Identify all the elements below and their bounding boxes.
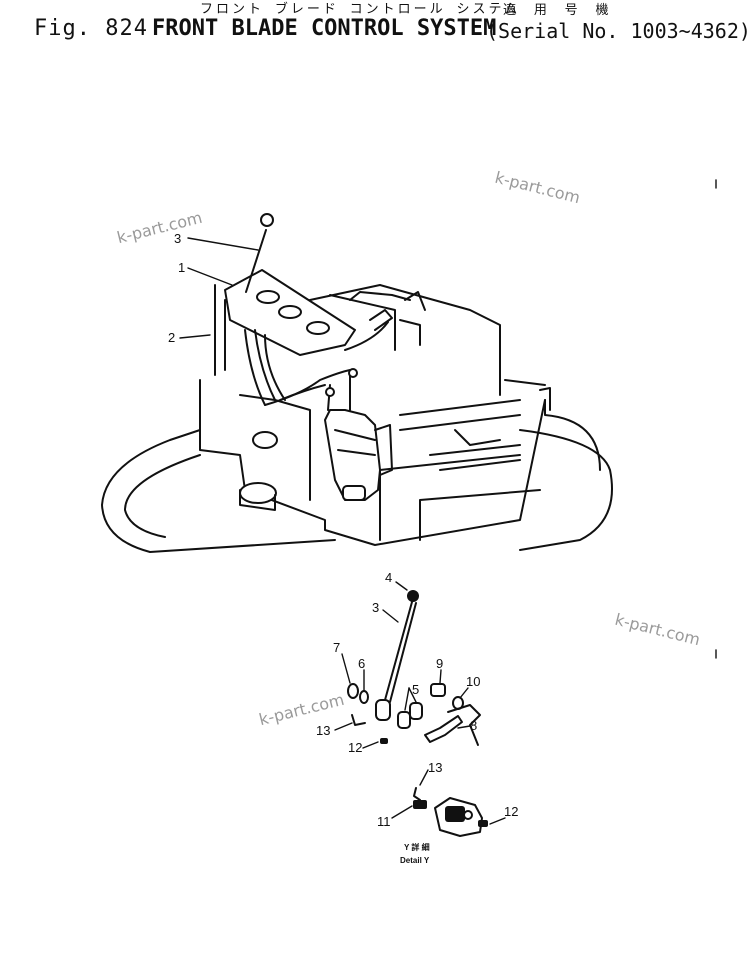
callout-8: 8	[470, 718, 477, 733]
detail-caption: Detail Y	[400, 856, 430, 865]
figure-number: Fig. 824	[34, 16, 148, 41]
callout-7: 7	[333, 640, 340, 655]
blade-lever	[245, 229, 267, 293]
control-console	[224, 269, 356, 356]
parts-diagram: 3 1 2	[101, 179, 717, 865]
title-japanese: フロント ブレード コントロール システム	[200, 2, 521, 17]
detail-caption-japanese: Y 詳 細	[404, 842, 430, 852]
serial-range: (Serial No. 1003~4362)	[486, 19, 751, 43]
callout-1-main: 1	[178, 260, 185, 275]
callout-4: 4	[385, 570, 392, 585]
callout-2-main: 2	[168, 330, 175, 345]
lever-knob	[407, 590, 419, 602]
detail-y-drawing: 4 3 7 6 9 10 5 8 13 12 13 11 12 Y 詳 細 De…	[316, 570, 518, 865]
control-valve	[324, 409, 381, 501]
callout-9: 9	[436, 656, 443, 671]
callout-6: 6	[358, 656, 365, 671]
callout-3-main: 3	[174, 231, 181, 246]
callout-3-detail: 3	[372, 600, 379, 615]
serial-japanese: 適 用 号 機	[503, 3, 614, 18]
link-part	[424, 715, 463, 743]
callout-13-lower: 13	[428, 760, 442, 775]
callout-11: 11	[377, 814, 391, 829]
crawler-track	[101, 429, 336, 553]
detail-lever	[384, 601, 417, 703]
machine-assembly-drawing: 3 1 2	[101, 213, 613, 553]
title-english: FRONT BLADE CONTROL SYSTEM	[152, 16, 497, 41]
callout-5: 5	[412, 682, 419, 697]
callout-12-upper: 12	[348, 740, 362, 755]
crawler-track-right	[519, 429, 613, 551]
callout-12-lower: 12	[504, 804, 518, 819]
callout-10: 10	[466, 674, 480, 689]
callout-13-upper: 13	[316, 723, 330, 738]
